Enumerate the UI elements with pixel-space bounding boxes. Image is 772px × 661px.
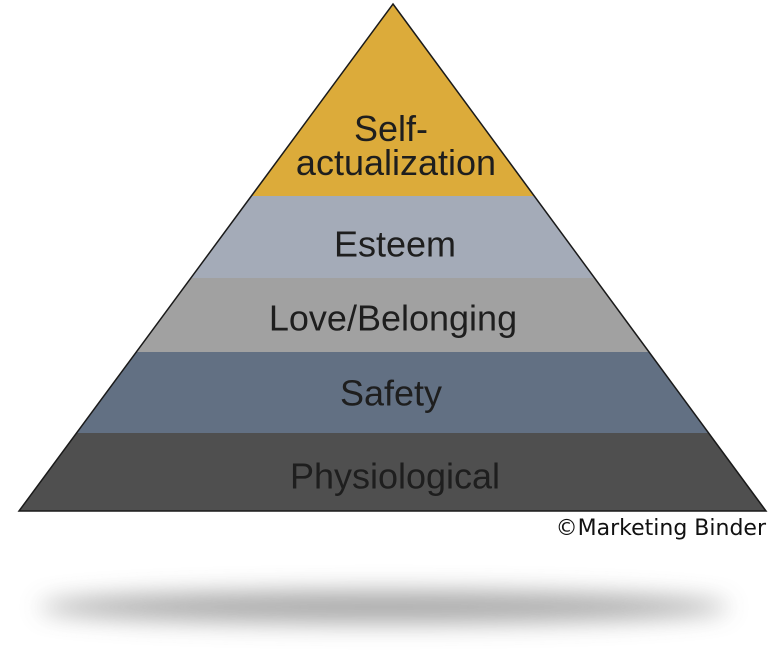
pyramid-shadow: [39, 591, 729, 623]
tier-label-love-belonging: Love/Belonging: [269, 298, 517, 339]
pyramid-outline: [17, 2, 768, 512]
tier-label-physiological: Physiological: [290, 456, 500, 497]
tier-label-esteem: Esteem: [334, 224, 456, 265]
tier-label-self-actualization: Self- actualization: [296, 108, 496, 183]
copyright-text: ©Marketing Binder: [555, 516, 766, 541]
tier-physiological: [19, 433, 766, 511]
tier-safety: [19, 352, 766, 433]
tier-label-safety: Safety: [340, 373, 442, 414]
